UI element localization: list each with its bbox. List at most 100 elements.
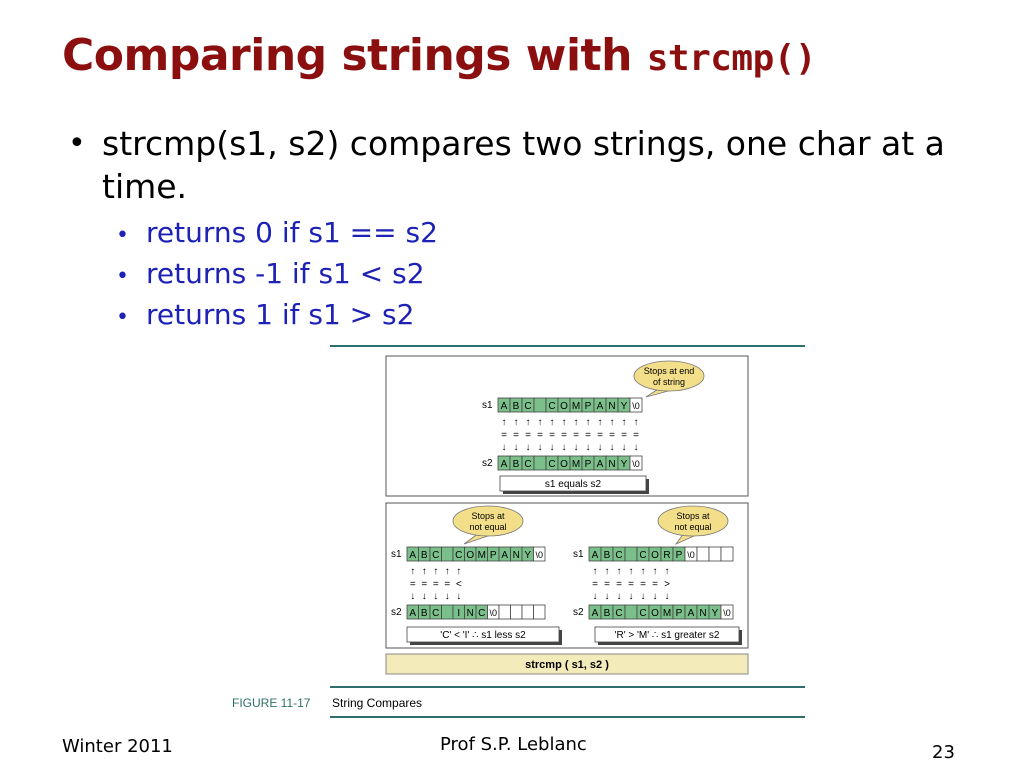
- sub-bullet-text: returns 1 if s1 > s2: [146, 298, 415, 331]
- equal-s2-char: N: [608, 459, 615, 470]
- less-up-arrow: ↑: [433, 566, 438, 577]
- greater-up-arrow: ↑: [617, 566, 622, 577]
- greater-s1-char: P: [676, 550, 683, 561]
- less-s1-cell: [441, 546, 454, 562]
- greater-s1-char: R: [663, 550, 670, 561]
- bullet-marker: •: [116, 264, 129, 289]
- less-operator: =: [410, 579, 416, 590]
- greater-s2-label: s2: [573, 607, 584, 618]
- less-operator: =: [444, 579, 450, 590]
- equal-s2-char: A: [501, 459, 508, 470]
- greater-down-arrow: ↓: [629, 591, 634, 602]
- greater-up-arrow: ↑: [629, 566, 634, 577]
- equal-down-arrow: ↓: [550, 442, 555, 453]
- greater-s1-char: O: [651, 550, 659, 561]
- equal-s1-char: Y: [621, 401, 628, 412]
- equal-s2-char: C: [524, 459, 531, 470]
- equal-operator: =: [561, 430, 567, 441]
- slide-title: Comparing strings with strcmp(): [62, 30, 817, 81]
- greater-down-arrow: ↓: [617, 591, 622, 602]
- sub-bullet-text: returns -1 if s1 < s2: [146, 257, 425, 290]
- equal-up-arrow: ↑: [502, 417, 507, 428]
- figure-caption: String Compares: [332, 696, 422, 710]
- greater-s2-char: Y: [712, 608, 719, 619]
- equal-operator: =: [573, 430, 579, 441]
- equal-s1-cell: [629, 397, 643, 413]
- equal-s1-char: A: [501, 401, 508, 412]
- equal-up-arrow: ↑: [610, 417, 615, 428]
- equal-s2-char: O: [560, 459, 568, 470]
- bullet-marker: •: [116, 305, 129, 330]
- title-text: Comparing strings with: [62, 30, 647, 81]
- equal-up-arrow: ↑: [550, 417, 555, 428]
- equal-down-arrow: ↓: [598, 442, 603, 453]
- bullet-marker: •: [116, 223, 129, 248]
- equal-s1-char: \0: [632, 401, 640, 411]
- equal-up-arrow: ↑: [634, 417, 639, 428]
- less-result: 'C' < 'I' ∴ s1 less s2: [440, 630, 526, 641]
- greater-s1-cell: [708, 546, 722, 562]
- less-s2-cell: [498, 604, 511, 620]
- equal-bubble: [633, 360, 705, 392]
- equal-down-arrow: ↓: [610, 442, 615, 453]
- equal-s1-char: C: [524, 401, 531, 412]
- greater-up-arrow: ↑: [653, 566, 658, 577]
- less-s1-char: Y: [524, 550, 531, 561]
- bullet-marker: •: [68, 126, 86, 161]
- equal-down-arrow: ↓: [634, 442, 639, 453]
- greater-s2-char: O: [651, 608, 659, 619]
- less-s1-char: M: [478, 550, 486, 561]
- sub-bullet-equal: •returns 0 if s1 == s2: [116, 216, 438, 249]
- equal-s2-char: P: [585, 459, 592, 470]
- less-s1-char: A: [409, 550, 416, 561]
- less-down-arrow: ↓: [456, 591, 461, 602]
- footer-date: Winter 2011: [62, 736, 173, 757]
- less-up-arrow: ↑: [456, 566, 461, 577]
- equal-down-arrow: ↓: [586, 442, 591, 453]
- equal-result-box: [499, 475, 647, 492]
- equal-s2-label: s2: [482, 458, 493, 469]
- greater-s1-cell: [624, 546, 638, 562]
- greater-s2-cell: [720, 604, 734, 620]
- sub-bullet-less: • returns -1 if s1 < s2: [116, 257, 425, 290]
- greater-up-arrow: ↑: [665, 566, 670, 577]
- equal-operator: =: [585, 430, 591, 441]
- equal-s1-char: P: [585, 401, 592, 412]
- equal-up-arrow: ↑: [538, 417, 543, 428]
- greater-s2-char: P: [676, 608, 683, 619]
- less-s1-cell: [533, 546, 546, 562]
- equal-up-arrow: ↑: [514, 417, 519, 428]
- less-s2-char: A: [409, 608, 416, 619]
- equal-s2-char: \0: [632, 459, 640, 469]
- equal-s2-char: M: [572, 459, 580, 470]
- greater-s2-char: A: [592, 608, 599, 619]
- less-down-arrow: ↓: [445, 591, 450, 602]
- equal-s1-char: B: [513, 401, 520, 412]
- less-s2-char: \0: [489, 608, 497, 618]
- equal-down-arrow: ↓: [562, 442, 567, 453]
- less-s2-cell: [510, 604, 523, 620]
- title-code: strcmp(): [646, 38, 817, 79]
- greater-bubble-text: not equal: [674, 522, 711, 532]
- less-result-box: [406, 626, 560, 643]
- greater-s2-char: C: [615, 608, 622, 619]
- equal-up-arrow: ↑: [574, 417, 579, 428]
- greater-s1-char: C: [639, 550, 646, 561]
- less-s1-char: \0: [535, 550, 543, 560]
- equal-s2-cell: [629, 455, 643, 471]
- equal-operator: =: [621, 430, 627, 441]
- less-up-arrow: ↑: [410, 566, 415, 577]
- greater-s2-char: M: [663, 608, 671, 619]
- strcmp-figure: strcmp ( s1, s2 ) FIGURE 11-17 String Co…: [232, 345, 805, 718]
- greater-down-arrow: ↓: [641, 591, 646, 602]
- equal-s1-cell: [533, 397, 547, 413]
- greater-up-arrow: ↑: [641, 566, 646, 577]
- equal-s2-char: Y: [621, 459, 628, 470]
- less-s2-char: I: [457, 608, 460, 619]
- equal-operator: =: [549, 430, 555, 441]
- equal-operator: =: [525, 430, 531, 441]
- less-operator: <: [456, 579, 462, 590]
- less-bubble-text: Stops at: [471, 511, 505, 521]
- less-s1-char: C: [455, 550, 462, 561]
- greater-up-arrow: ↑: [593, 566, 598, 577]
